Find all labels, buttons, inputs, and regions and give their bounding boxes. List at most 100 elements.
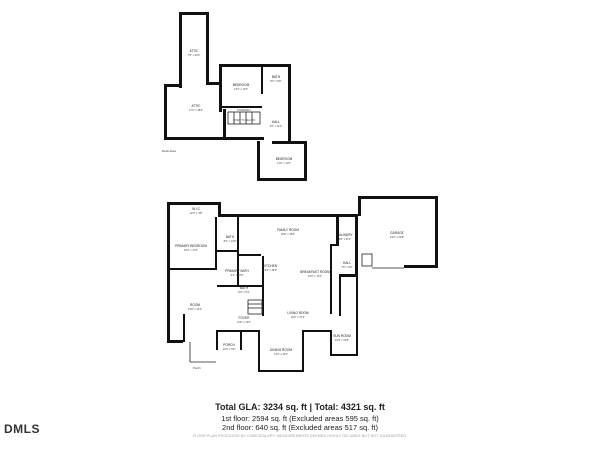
wall bbox=[218, 202, 221, 216]
wall bbox=[216, 330, 242, 332]
dining-room-label: DINING ROOM bbox=[270, 348, 292, 352]
wall bbox=[358, 196, 438, 199]
disclaimer: FLOOR PLAN PRODUCED BY CUBICASA APP. MEA… bbox=[192, 434, 408, 438]
hall-main-label: HALL bbox=[343, 261, 351, 265]
bath-up-label: BATH bbox=[272, 75, 281, 79]
wic-dims: 12'0" x 4'8" bbox=[190, 211, 203, 215]
wall bbox=[330, 244, 339, 246]
wall bbox=[167, 340, 183, 343]
wall bbox=[219, 64, 291, 67]
main-stairs bbox=[247, 299, 263, 315]
dining-room-dims: 12'0" x 13'0" bbox=[274, 352, 288, 356]
wall bbox=[435, 196, 438, 268]
kitchen-label: KITCHEN bbox=[263, 264, 278, 268]
wall bbox=[339, 274, 358, 277]
wall bbox=[257, 178, 307, 181]
wall bbox=[179, 12, 182, 88]
hall-up-dims: 4'0" x 11'2" bbox=[270, 124, 283, 128]
primary-bedroom-label: PRIMARY BEDROOM bbox=[175, 244, 207, 248]
living-room-label: LIVING ROOM bbox=[287, 311, 309, 315]
mls-logo: DMLS bbox=[4, 422, 40, 436]
bath-up-dims: 8'0" x 8'0" bbox=[270, 79, 281, 83]
porch-label: PORCH bbox=[223, 343, 235, 347]
total-area: Total GLA: 3234 sq. ft | Total: 4321 sq.… bbox=[215, 402, 385, 412]
wic-label: W.I.C bbox=[192, 207, 200, 211]
wall bbox=[164, 84, 182, 87]
wall bbox=[239, 254, 261, 256]
bedroom-up1-dims: 13'4" x 12'0" bbox=[234, 87, 248, 91]
bedroom-up2-label: BEDROOM bbox=[276, 157, 293, 161]
wall bbox=[302, 330, 304, 372]
floor-plan: ATTIC 7'0" x 20'0" ATTIC 17'0" x 18'0" B… bbox=[162, 12, 438, 372]
foyer-label: FOYER bbox=[239, 316, 251, 320]
foyer-dims: 11'8" x 13'0" bbox=[237, 320, 251, 324]
wall bbox=[330, 244, 332, 314]
wall bbox=[223, 109, 226, 140]
wall bbox=[167, 268, 217, 270]
wall bbox=[167, 202, 221, 205]
second-floor-area: 2nd floor: 640 sq. ft (Excluded areas 51… bbox=[222, 423, 378, 432]
wall bbox=[164, 84, 167, 140]
bedroom-up2-dims: 11'0" x 11'8" bbox=[277, 161, 291, 165]
wall bbox=[330, 354, 358, 356]
wall bbox=[217, 285, 262, 287]
wall bbox=[164, 137, 226, 140]
porch-note: Porch bbox=[193, 366, 201, 370]
attic-a-label: ATTIC bbox=[190, 49, 200, 53]
wall bbox=[336, 214, 358, 217]
family-room-label: FAMILY ROOM bbox=[277, 228, 299, 232]
open-below-label: OPEN TO BELOW bbox=[233, 118, 255, 122]
breakfast-room-dims: 12'0" x 13'0" bbox=[308, 274, 322, 278]
wall bbox=[304, 141, 307, 181]
wall bbox=[262, 256, 264, 316]
wall bbox=[339, 276, 341, 316]
bath-main-label: BATH bbox=[226, 235, 235, 239]
second-floor: ATTIC 7'0" x 20'0" ATTIC 17'0" x 18'0" B… bbox=[162, 12, 307, 181]
wall bbox=[215, 217, 217, 269]
primary-bath-dims: 9'4" x 10'8" bbox=[231, 273, 244, 277]
wall bbox=[404, 265, 438, 268]
laundry-label: LAUNDRY bbox=[337, 233, 353, 237]
hall-main-dims: 7'8" x 8'0" bbox=[341, 265, 352, 269]
stairwell-outline bbox=[227, 111, 261, 125]
wall bbox=[183, 314, 185, 342]
wall bbox=[358, 196, 361, 216]
wall bbox=[257, 141, 260, 181]
garage-dims: 24'0" x 22'8" bbox=[390, 235, 404, 239]
bath-main-dims: 8'4" x 12'8" bbox=[224, 239, 237, 243]
wall bbox=[206, 12, 209, 82]
attic-b-label: ATTIC bbox=[192, 104, 202, 108]
wall bbox=[222, 106, 262, 108]
hall-up-label: HALL bbox=[272, 120, 280, 124]
wall bbox=[258, 330, 260, 372]
attic-b-dims: 17'0" x 18'0" bbox=[189, 108, 203, 112]
wall bbox=[336, 214, 339, 244]
garage-steps bbox=[361, 253, 373, 267]
wall bbox=[356, 276, 358, 356]
family-room-dims: 20'8" x 15'0" bbox=[281, 232, 295, 236]
first-floor: W.I.C 12'0" x 4'8" PRIMARY BEDROOM 16'4"… bbox=[167, 196, 438, 372]
wall bbox=[302, 330, 332, 332]
wall bbox=[288, 64, 291, 144]
bath-half-dims: 8'0" x 5'4" bbox=[238, 290, 249, 294]
stairwell-label: STAIRWELL bbox=[237, 108, 252, 112]
primary-bedroom-dims: 16'4" x 17'0" bbox=[184, 248, 198, 252]
first-floor-area: 1st floor: 2594 sq. ft (Excluded areas 5… bbox=[221, 414, 379, 423]
wall bbox=[261, 64, 263, 94]
bedroom-up1-label: BEDROOM bbox=[233, 83, 250, 87]
wall bbox=[216, 332, 218, 350]
attic-a-dims: 7'0" x 20'0" bbox=[188, 53, 201, 57]
wall bbox=[206, 82, 221, 85]
wall bbox=[217, 250, 239, 252]
wall bbox=[355, 214, 358, 276]
wall bbox=[219, 64, 222, 112]
primary-bath-label: PRIMARY BATH bbox=[225, 269, 249, 273]
wall bbox=[179, 12, 209, 15]
wall bbox=[242, 330, 258, 332]
breakfast-room-label: BREAKFAST ROOM bbox=[300, 270, 330, 274]
living-room-dims: 22'0" x 17'4" bbox=[291, 315, 305, 319]
garage-label: GARAGE bbox=[390, 231, 404, 235]
wall bbox=[226, 137, 264, 140]
wall bbox=[258, 370, 304, 372]
kitchen-dims: 13'4" x 16'0" bbox=[263, 268, 277, 272]
